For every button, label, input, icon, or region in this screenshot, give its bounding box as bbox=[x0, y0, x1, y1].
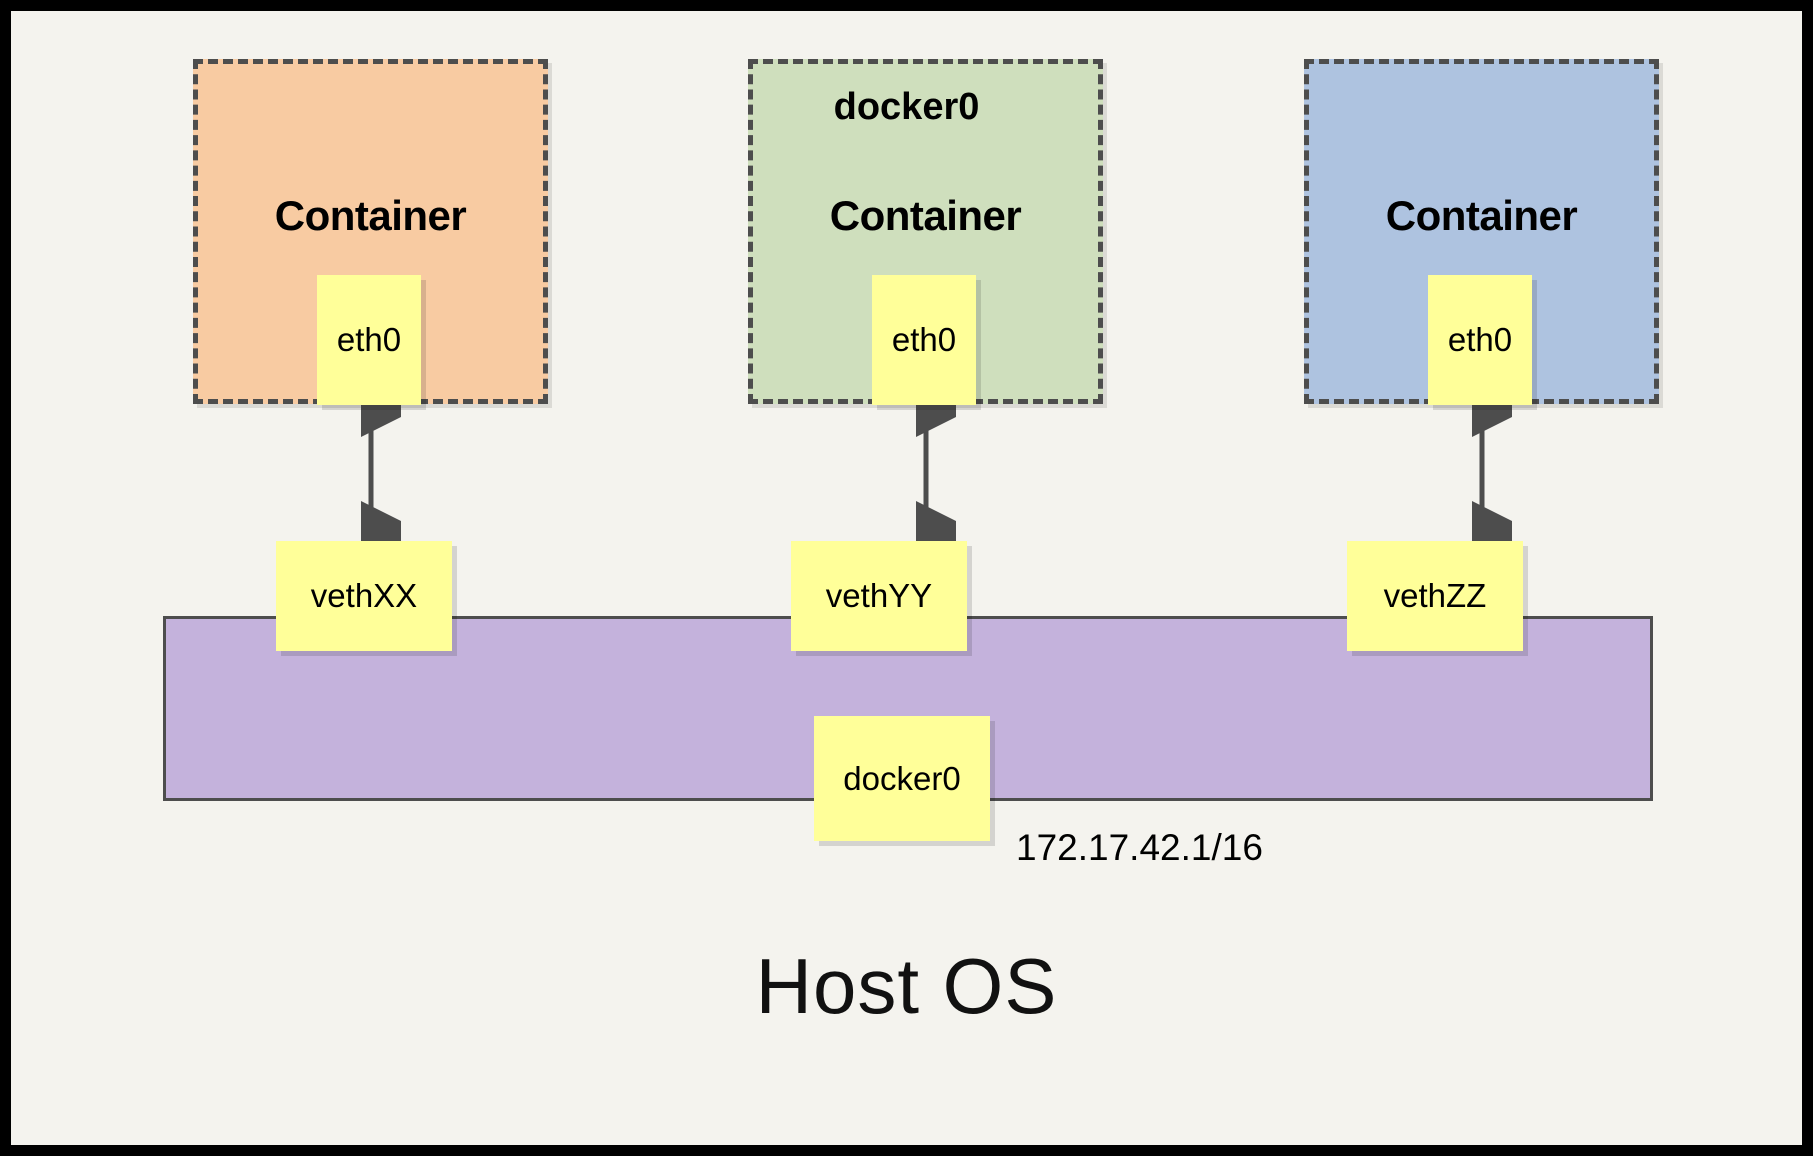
eth0-label-3: eth0 bbox=[1447, 321, 1513, 358]
veth-label-2: vethYY bbox=[825, 577, 933, 614]
link-arrow-icon-2 bbox=[916, 393, 956, 545]
veth-label-3: vethZZ bbox=[1383, 577, 1487, 614]
container-title-2: Container bbox=[829, 192, 1022, 239]
docker0-bridge-label: docker0 bbox=[833, 86, 980, 128]
eth0-label-1: eth0 bbox=[336, 321, 402, 358]
eth0-label-2: eth0 bbox=[891, 321, 957, 358]
eth0-note-2: eth0 bbox=[872, 275, 976, 405]
container-title-3: Container bbox=[1385, 192, 1578, 239]
host-os-title: Host OS bbox=[755, 942, 1058, 1030]
docker0-note: docker0 bbox=[814, 716, 990, 841]
eth0-note-1: eth0 bbox=[317, 275, 421, 405]
veth-note-1: vethXX bbox=[276, 541, 452, 651]
docker0-ip-address: 172.17.42.1/16 bbox=[1016, 827, 1263, 868]
docker0-note-label: docker0 bbox=[843, 759, 961, 797]
link-arrow-icon-1 bbox=[361, 393, 401, 545]
eth0-note-3: eth0 bbox=[1428, 275, 1532, 405]
veth-label-1: vethXX bbox=[310, 577, 418, 614]
veth-note-2: vethYY bbox=[791, 541, 967, 651]
diagram-stage: Container eth0 Container eth0 Container … bbox=[11, 11, 1802, 1145]
container-title-1: Container bbox=[274, 192, 467, 239]
link-arrow-icon-3 bbox=[1472, 393, 1512, 545]
veth-note-3: vethZZ bbox=[1347, 541, 1523, 651]
